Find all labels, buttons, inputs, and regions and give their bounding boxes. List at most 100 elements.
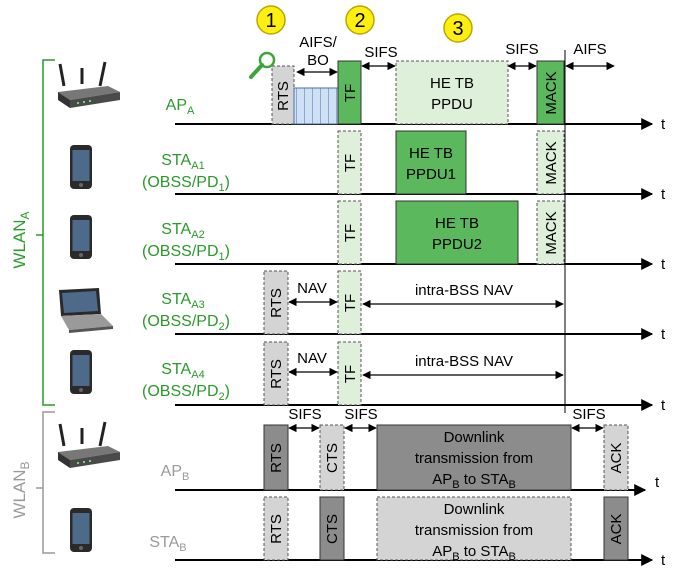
frame-rts: RTS — [263, 496, 289, 561]
svg-text:TF: TF — [342, 365, 359, 383]
frame-rts: RTS — [263, 270, 289, 335]
svg-text:HE TB: HE TB — [430, 75, 474, 92]
frame-mack: MACK — [536, 200, 565, 265]
frame-rts: RTS — [263, 424, 289, 491]
axis-t-label: t — [661, 397, 666, 414]
axis-t-label: t — [661, 256, 666, 273]
frame-ack: ACK — [603, 496, 629, 561]
svg-text:RTS: RTS — [268, 443, 285, 473]
interval-sifs: SIFS — [288, 406, 321, 423]
frame-cts: CTS — [319, 496, 345, 561]
station-label-sta-a2: STAA2 — [161, 221, 204, 241]
svg-text:RTS: RTS — [268, 359, 285, 389]
backoff-slots — [293, 87, 339, 125]
svg-text:ACK: ACK — [608, 514, 625, 545]
frame-mack: MACK — [536, 60, 565, 125]
svg-text:RTS: RTS — [268, 288, 285, 318]
interval-intra-bss-nav: intra-BSS NAV — [415, 353, 513, 370]
frame-he-tb-ppdu2: HE TB PPDU2 — [395, 200, 519, 265]
wlan-a-label: WLANA — [10, 211, 32, 268]
router-icon — [58, 61, 120, 108]
svg-text:Downlink: Downlink — [444, 501, 505, 518]
frame-he-tb-ppdu1: HE TB PPDU1 — [395, 130, 467, 195]
frame-tf: TF — [337, 270, 362, 335]
interval-aifs-bo: AIFS/ — [299, 34, 337, 51]
magnifier-icon — [249, 51, 276, 79]
station-label-sta-a2-mode: (OBSS/PD1) — [142, 243, 230, 263]
svg-text:TF: TF — [342, 84, 359, 102]
router-icon — [58, 421, 120, 468]
svg-text:MACK: MACK — [543, 141, 560, 184]
svg-text:1: 1 — [265, 10, 276, 32]
wlan-b-label: WLANB — [10, 461, 32, 518]
step-marker-3: 3 — [443, 13, 473, 43]
svg-text:ACK: ACK — [608, 443, 625, 474]
frame-cts: CTS — [319, 424, 345, 491]
svg-text:PPDU1: PPDU1 — [406, 166, 456, 183]
step-marker-1: 1 — [256, 5, 286, 35]
station-label-ap-a: APA — [166, 97, 195, 117]
axis-t-label: t — [661, 326, 666, 343]
svg-text:HE TB: HE TB — [435, 215, 479, 232]
interval-sifs: SIFS — [572, 406, 605, 423]
svg-text:APB to STAB: APB to STAB — [432, 471, 516, 491]
svg-text:CTS: CTS — [324, 443, 341, 473]
frame-mack: MACK — [536, 130, 565, 195]
phone-icon — [70, 508, 92, 552]
frame-tf: TF — [337, 200, 362, 265]
phone-icon — [70, 145, 92, 189]
interval-nav: NAV — [297, 350, 327, 367]
svg-text:RTS: RTS — [275, 81, 292, 111]
wlan-b-bracket — [36, 411, 55, 554]
station-label-sta-a3-mode: (OBSS/PD2) — [142, 313, 230, 333]
step-marker-2: 2 — [345, 5, 375, 35]
laptop-icon — [59, 288, 113, 333]
station-label-ap-b: APB — [161, 463, 190, 483]
svg-text:TF: TF — [342, 224, 359, 242]
axis-t-label: t — [661, 186, 666, 203]
wlan-a-bracket — [36, 59, 55, 406]
interval-sifs: SIFS — [344, 406, 377, 423]
interval-aifs: AIFS — [573, 41, 606, 58]
phone-icon — [70, 350, 92, 394]
frame-downlink: Downlink transmission from APB to STAB — [376, 424, 572, 491]
station-label-sta-a1-mode: (OBSS/PD1) — [142, 174, 230, 194]
svg-text:MACK: MACK — [543, 71, 560, 114]
frame-tf: TF — [337, 130, 362, 195]
frame-rts: RTS — [271, 65, 295, 125]
svg-text:2: 2 — [354, 10, 365, 32]
svg-text:transmission from: transmission from — [415, 450, 533, 467]
phone-icon — [70, 215, 92, 259]
frame-ack: ACK — [603, 424, 629, 491]
station-label-sta-a1: STAA1 — [161, 152, 204, 172]
svg-text:RTS: RTS — [268, 514, 285, 544]
svg-text:MACK: MACK — [543, 211, 560, 254]
station-label-sta-a4: STAA4 — [161, 361, 204, 381]
interval-aifs-bo: BO — [307, 52, 329, 69]
frame-tf: TF — [337, 341, 362, 406]
axis-t-label: t — [661, 552, 666, 569]
interval-sifs: SIFS — [505, 41, 538, 58]
station-label-sta-a3: STAA3 — [161, 291, 204, 311]
frame-rts: RTS — [263, 341, 289, 406]
svg-text:TF: TF — [342, 154, 359, 172]
frame-tf: TF — [337, 60, 362, 125]
svg-text:APB to STAB: APB to STAB — [432, 543, 516, 563]
station-label-sta-b: STAB — [149, 534, 186, 554]
frame-downlink: Downlink transmission from APB to STAB — [376, 496, 572, 563]
interval-nav: NAV — [297, 280, 327, 297]
axis-t-label: t — [661, 116, 666, 133]
station-label-sta-a4-mode: (OBSS/PD2) — [142, 383, 230, 403]
interval-sifs: SIFS — [364, 44, 397, 61]
axis-t-label: t — [655, 474, 660, 491]
svg-text:transmission from: transmission from — [415, 522, 533, 539]
svg-text:TF: TF — [342, 294, 359, 312]
frame-he-tb-ppdu: HE TB PPDU — [395, 60, 509, 125]
interval-intra-bss-nav: intra-BSS NAV — [415, 282, 513, 299]
svg-text:CTS: CTS — [324, 514, 341, 544]
svg-text:PPDU2: PPDU2 — [432, 236, 482, 253]
svg-text:3: 3 — [452, 18, 463, 40]
svg-text:Downlink: Downlink — [444, 429, 505, 446]
svg-text:PPDU: PPDU — [431, 96, 473, 113]
